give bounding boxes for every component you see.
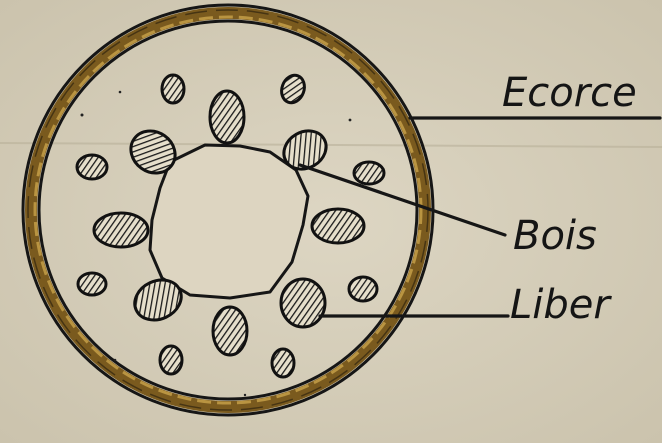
liber-label: Liber: [510, 282, 612, 328]
vascular-bundle: [162, 75, 184, 103]
ecorce-label: Ecorce: [502, 70, 637, 116]
bois-label: Bois: [513, 213, 597, 259]
vascular-bundle: [312, 209, 364, 243]
vascular-bundle: [160, 346, 182, 374]
vascular-bundle: [78, 273, 106, 295]
vascular-bundle: [281, 279, 325, 327]
vascular-bundle: [349, 277, 377, 301]
vascular-bundle: [210, 91, 244, 143]
vascular-bundle: [272, 349, 294, 377]
vascular-bundle: [213, 307, 247, 355]
vascular-bundle: [354, 162, 384, 184]
vascular-bundle: [77, 155, 107, 179]
vascular-bundle: [94, 213, 148, 247]
